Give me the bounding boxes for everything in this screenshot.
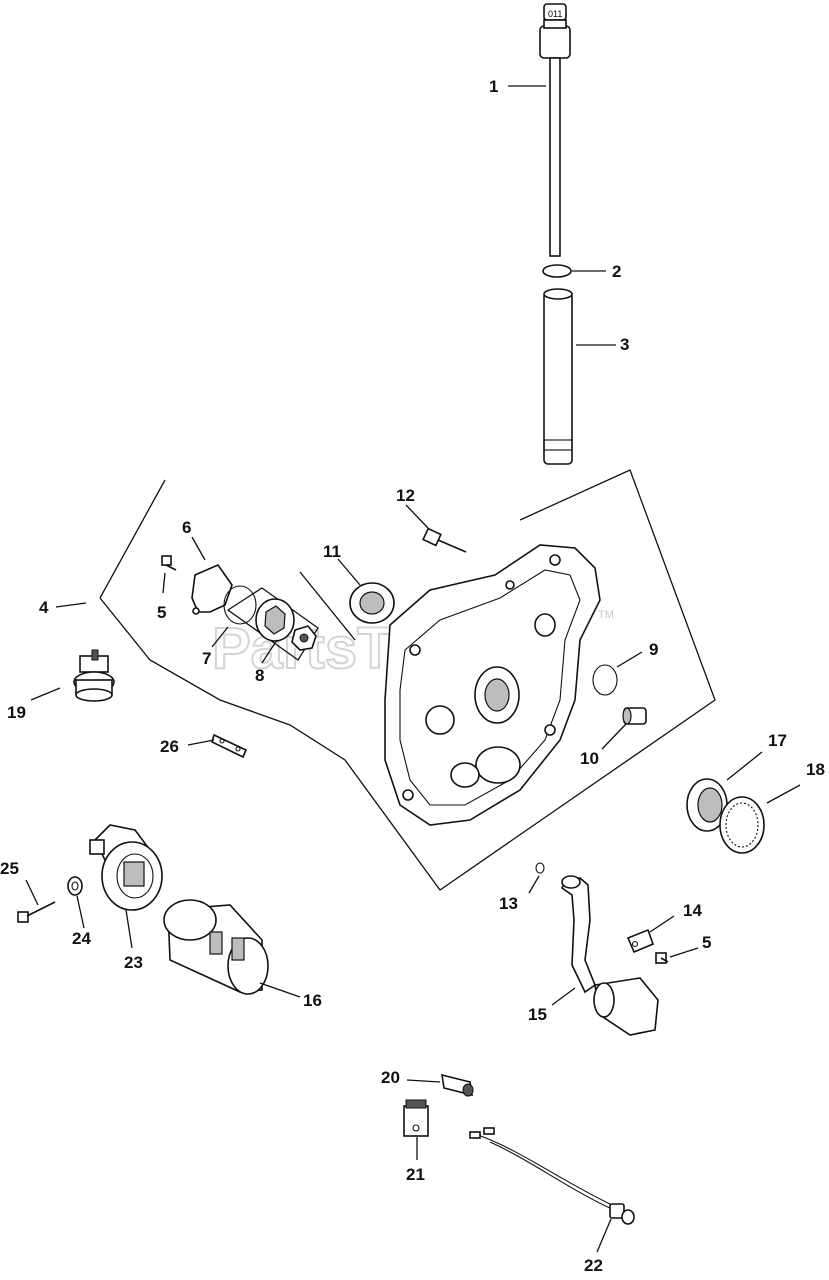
callout-6: 6 bbox=[182, 518, 191, 537]
callout-20: 20 bbox=[381, 1068, 400, 1087]
callout-14: 14 bbox=[683, 901, 702, 920]
dipstick-o-ring-part[interactable] bbox=[542, 264, 572, 278]
callout-11: 11 bbox=[323, 542, 341, 561]
callout-1: 1 bbox=[489, 77, 498, 96]
dipstick-tube-part[interactable] bbox=[543, 288, 573, 465]
leader-lines bbox=[25, 85, 801, 1253]
oil-seal-part[interactable] bbox=[349, 582, 395, 624]
callout-9: 9 bbox=[649, 640, 658, 659]
filter-adapter-part[interactable] bbox=[89, 824, 163, 911]
washer-part[interactable] bbox=[67, 876, 83, 896]
callout-26: 26 bbox=[160, 737, 179, 756]
bolt-part-12[interactable] bbox=[422, 527, 467, 553]
callout-19: 19 bbox=[7, 703, 26, 722]
callout-5-lower: 5 bbox=[702, 933, 711, 952]
connector-part-20[interactable] bbox=[441, 1073, 474, 1097]
oil-pickup-part[interactable] bbox=[560, 875, 659, 1036]
seal-part-17[interactable] bbox=[686, 778, 728, 832]
callout-25: 25 bbox=[0, 859, 19, 878]
callout-13: 13 bbox=[499, 894, 518, 913]
oil-filter-part[interactable] bbox=[163, 899, 269, 995]
callout-15: 15 bbox=[528, 1005, 547, 1024]
callout-3: 3 bbox=[620, 335, 629, 354]
callout-21: 21 bbox=[406, 1165, 425, 1184]
ring-part-18[interactable] bbox=[719, 796, 765, 854]
cover-part[interactable] bbox=[191, 564, 233, 615]
callout-12: 12 bbox=[396, 486, 415, 505]
o-ring-part-9[interactable] bbox=[592, 664, 618, 696]
callout-22: 22 bbox=[584, 1256, 603, 1275]
callout-24: 24 bbox=[72, 929, 91, 948]
rotor-set-part[interactable] bbox=[255, 598, 317, 651]
callout-8: 8 bbox=[255, 666, 264, 685]
long-bolt-part[interactable] bbox=[17, 901, 56, 923]
oil-pressure-switch-part[interactable] bbox=[73, 649, 115, 702]
wiring-harness-part[interactable] bbox=[469, 1127, 635, 1225]
closure-plate-part[interactable] bbox=[384, 544, 601, 826]
callout-labels: 1 2 3 4 5 6 7 8 9 10 11 12 13 14 5 15 16… bbox=[0, 77, 825, 1275]
callout-18: 18 bbox=[806, 760, 825, 779]
gasket-part[interactable] bbox=[211, 733, 248, 759]
callout-16: 16 bbox=[303, 991, 322, 1010]
screw-part-5-lower[interactable] bbox=[655, 952, 669, 964]
connector-part-21[interactable] bbox=[403, 1099, 429, 1137]
o-ring-part-7[interactable] bbox=[223, 585, 257, 625]
o-ring-part-13[interactable] bbox=[535, 862, 545, 874]
plug-part[interactable] bbox=[622, 707, 647, 725]
dipstick-cap-label: 011 bbox=[548, 9, 562, 19]
callout-7: 7 bbox=[202, 649, 211, 668]
callout-10: 10 bbox=[580, 749, 599, 768]
bracket-part[interactable] bbox=[626, 928, 655, 954]
callout-5-upper: 5 bbox=[157, 603, 166, 622]
assembly-group-outline bbox=[99, 469, 716, 891]
callout-4: 4 bbox=[39, 598, 49, 617]
screw-part-5-upper[interactable] bbox=[161, 555, 177, 571]
watermark-tm: TM bbox=[598, 609, 614, 621]
callout-23: 23 bbox=[124, 953, 143, 972]
dipstick-part[interactable]: 011 bbox=[539, 3, 571, 257]
callout-17: 17 bbox=[768, 731, 787, 750]
callout-2: 2 bbox=[612, 262, 621, 281]
subgroup-outline-11 bbox=[299, 571, 356, 641]
